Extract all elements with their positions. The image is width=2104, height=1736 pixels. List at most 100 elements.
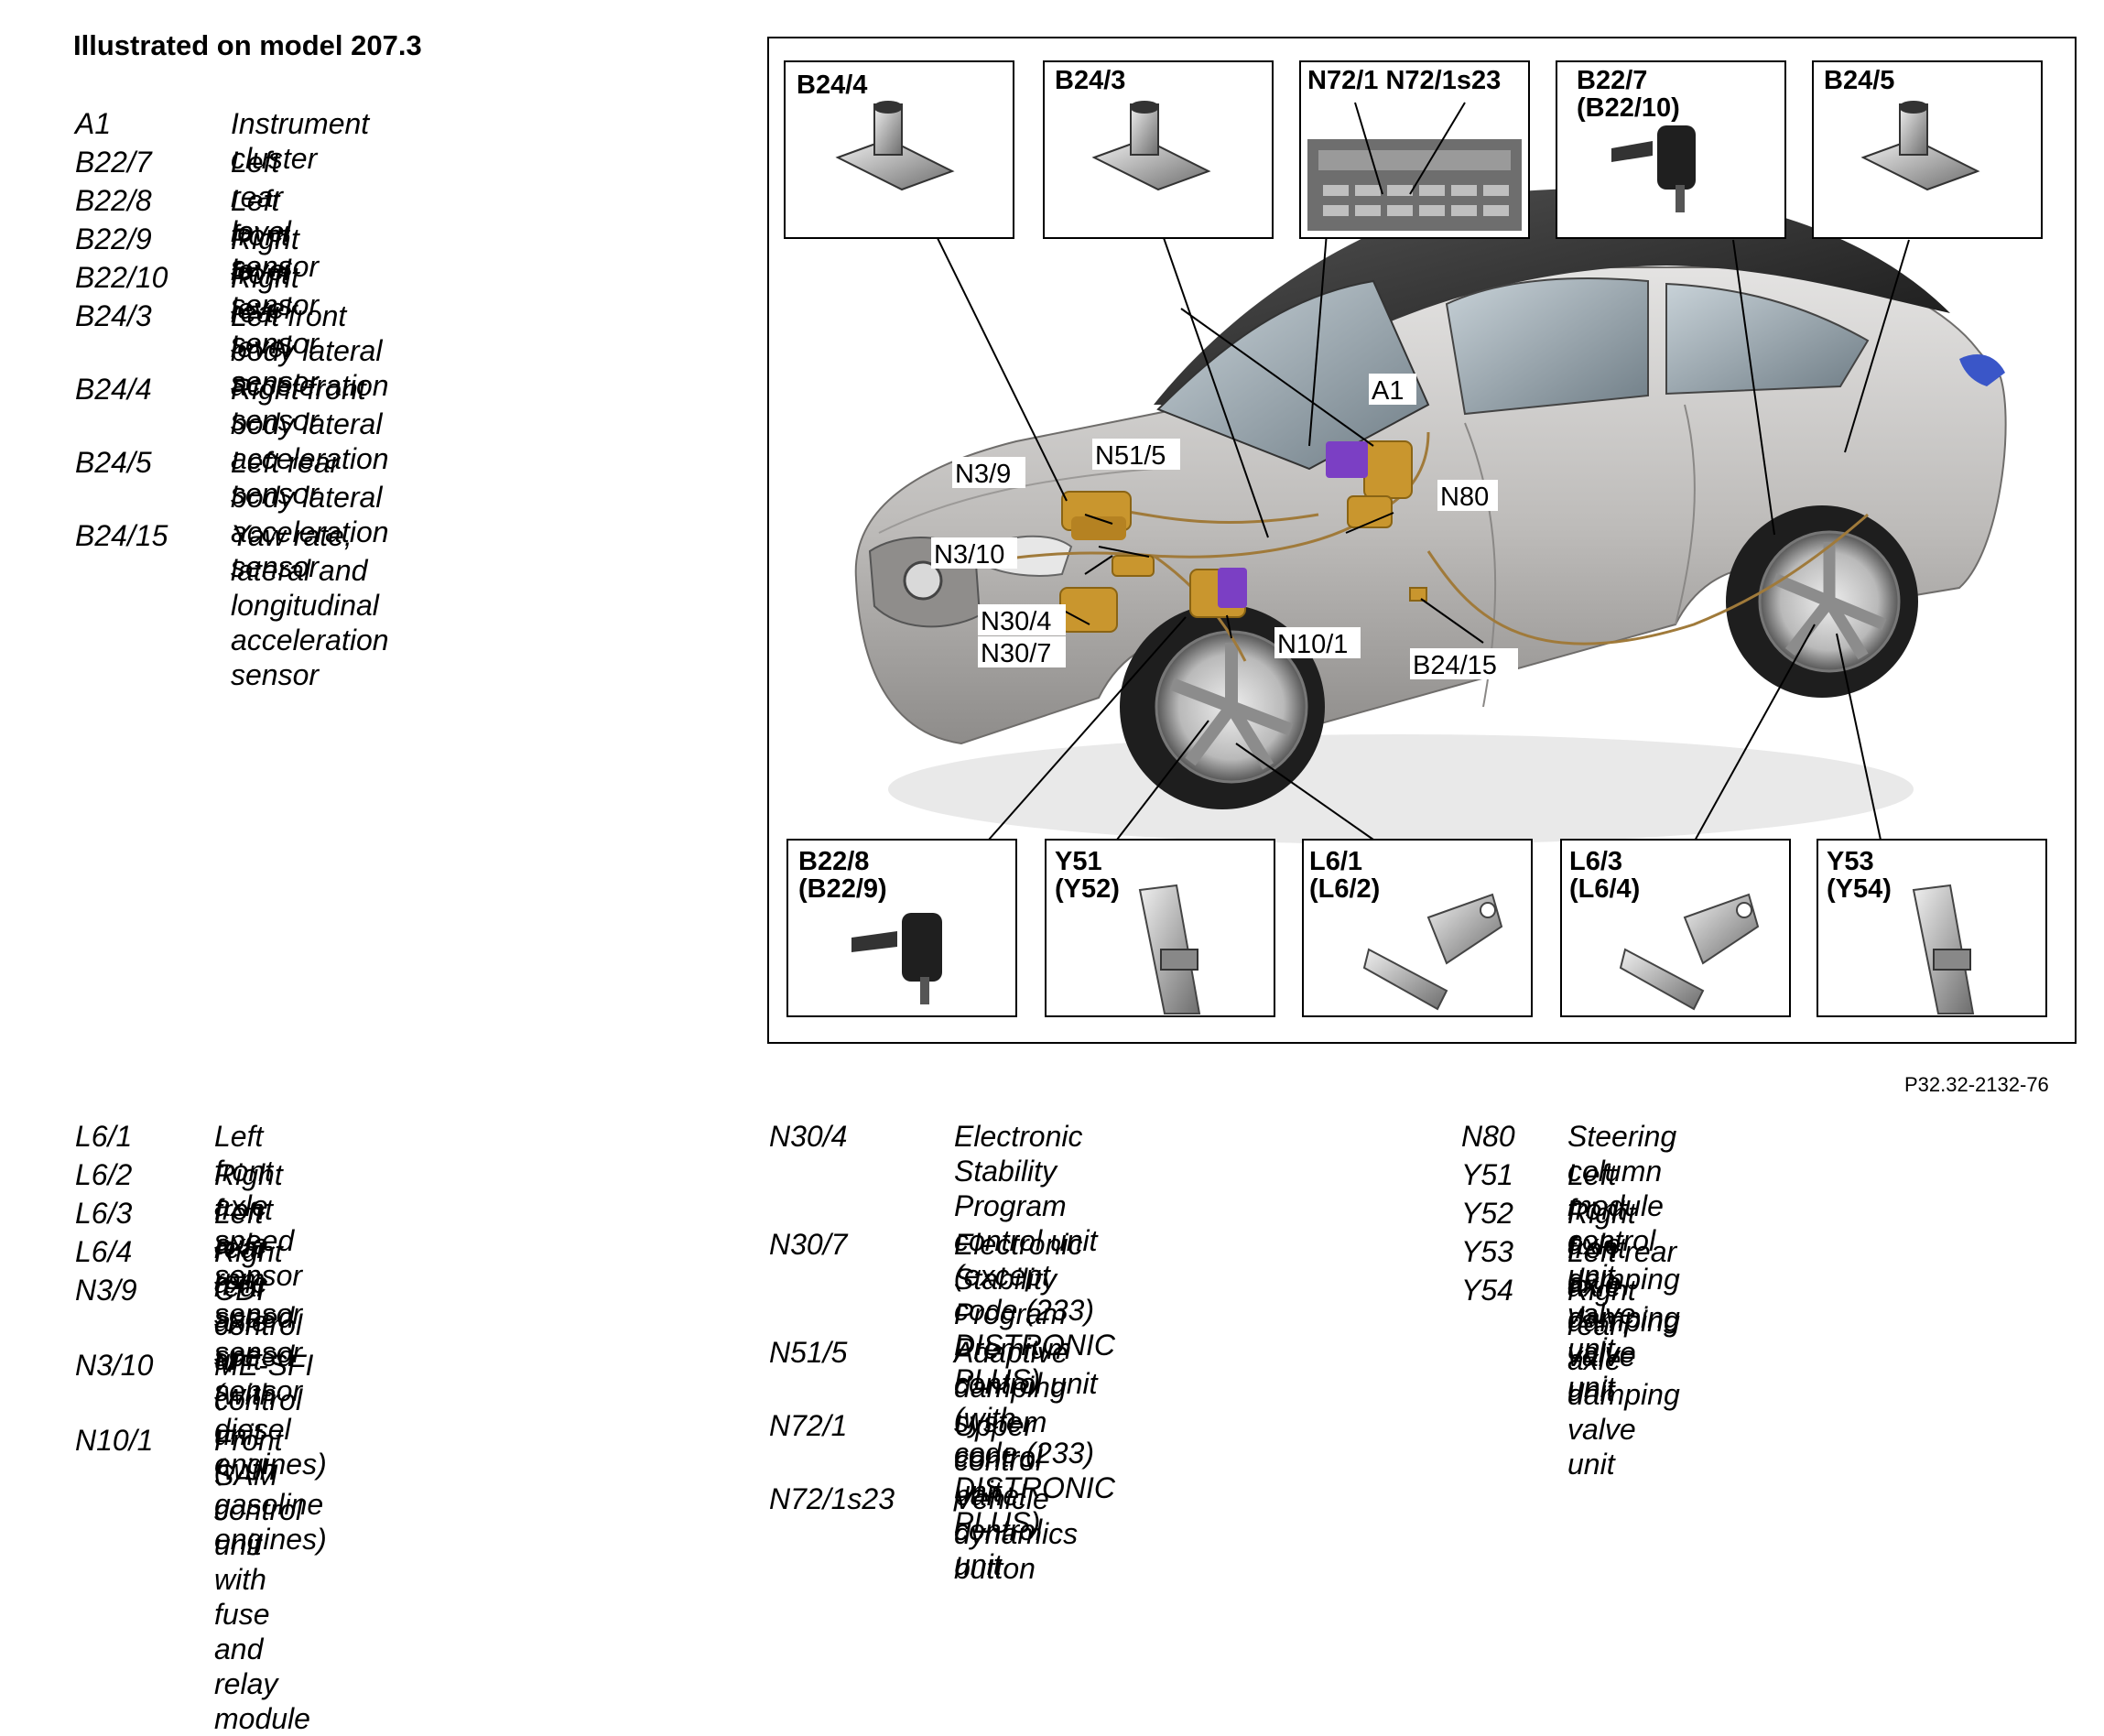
inset-y53 <box>1817 839 2047 1017</box>
legend-code: N3/10 <box>75 1349 154 1382</box>
component-n51-5 <box>1112 555 1155 577</box>
inset-b22-7 <box>1556 60 1786 239</box>
inset-label-top-4: B24/5 <box>1824 66 1894 95</box>
hood-line <box>878 468 1155 534</box>
legend-description: Left front level sensor <box>231 184 320 321</box>
legend-description: Steering column module control unit <box>1567 1120 1677 1292</box>
legend-code: B24/3 <box>75 299 152 332</box>
car-shadow <box>888 734 1914 844</box>
inset-b24-5 <box>1812 60 2043 239</box>
legend-code: B22/10 <box>75 261 168 294</box>
legend-description: Right rear axle damping valve unit <box>1567 1274 1680 1481</box>
inset-b22-8 <box>786 839 1017 1017</box>
inset-b24-4 <box>784 60 1014 239</box>
inset-labels: B24/4 B24/3 N72/1 N72/1s23 B22/7(B22/10)… <box>797 66 1894 904</box>
legend-description: Right front level sensor <box>231 222 320 360</box>
callout-n80: N80 <box>1440 483 1489 512</box>
legend-description: Adaptive damping system control unit <box>954 1336 1068 1508</box>
component-n80 <box>1347 495 1393 528</box>
legend-description: Front SAM control unit with fuse and rel… <box>214 1424 310 1735</box>
legend-code: N30/4 <box>769 1120 848 1153</box>
inset-label-bottom-4: Y53(Y54) <box>1827 847 1892 904</box>
vehicle-component-diagram: B24/4 B24/3 N72/1 N72/1s23 B22/7(B22/10)… <box>767 37 2077 1044</box>
callout-n30-7: N30/7 <box>981 639 1051 668</box>
inset-y51 <box>1045 839 1275 1017</box>
legend-code: N10/1 <box>75 1424 154 1457</box>
legend-description: Left rear axle speed sensor <box>214 1197 303 1369</box>
front-spokes <box>1169 643 1294 770</box>
legend-description: CDI control unit (with diesel engines) <box>214 1274 327 1481</box>
leader-lines <box>933 221 1910 845</box>
component-b24-15 <box>1409 587 1427 602</box>
legend-code: N51/5 <box>769 1336 848 1369</box>
legend-code: B22/9 <box>75 222 152 255</box>
legend-code: N80 <box>1461 1120 1515 1153</box>
legend-description: Right front axle rpm sensor <box>214 1158 303 1330</box>
legend-description: Right rear level sensor <box>231 261 320 398</box>
callout-b24-15: B24/15 <box>1413 651 1497 680</box>
legend-description: Right front axle damping valve unit <box>1567 1197 1680 1404</box>
callout-labels: A1 N3/9 N51/5 N80 N3/10 N30/4 N30/7 N10/… <box>931 374 1518 680</box>
legend-description: Left rear level sensor <box>231 146 320 283</box>
inset-label-top-1: B24/3 <box>1055 66 1125 95</box>
callout-n10-1: N10/1 <box>1277 630 1348 659</box>
side-window-rear <box>1665 282 1870 396</box>
callout-n3-9: N3/9 <box>955 460 1011 489</box>
legend-code: L6/4 <box>75 1235 133 1268</box>
legend-description: Instrument cluster <box>231 107 370 175</box>
callout-a1: A1 <box>1372 376 1404 406</box>
legend-code: L6/1 <box>75 1120 133 1153</box>
legend-code: Y54 <box>1461 1274 1513 1307</box>
component-n10-1-fuse <box>1218 568 1247 608</box>
legend-description: Vehicle dynamics button <box>954 1482 1079 1585</box>
inset-label-bottom-3: L6/3(L6/4) <box>1569 847 1640 904</box>
legend-code: B24/5 <box>75 446 152 479</box>
component-a1-cluster <box>1326 441 1368 478</box>
legend-description: Left front axle damping valve unit <box>1567 1158 1680 1365</box>
figure-reference: P32.32-2132-76 <box>1904 1073 2049 1096</box>
star-emblem <box>903 560 943 601</box>
callout-n30-4: N30/4 <box>981 607 1051 636</box>
legend-code: N3/9 <box>75 1274 137 1307</box>
component-a1 <box>1363 440 1413 499</box>
inset-label-bottom-2: L6/1(L6/2) <box>1309 847 1380 904</box>
legend-code: A1 <box>75 107 112 140</box>
legend-code: Y51 <box>1461 1158 1513 1191</box>
wiring-harness <box>965 431 1869 662</box>
legend-description: ME-SFI control unit (with gasoline engin… <box>214 1349 327 1556</box>
legend-code: N72/1 <box>769 1409 848 1442</box>
diagram-svg: B24/4 B24/3 N72/1 N72/1s23 B22/7(B22/10)… <box>784 60 2047 1017</box>
legend-code: Y53 <box>1461 1235 1513 1268</box>
car-roof <box>1154 189 1950 405</box>
legend-code: N72/1s23 <box>769 1482 895 1515</box>
legend-description: Right rear axle speed sensor <box>214 1235 303 1407</box>
inset-l6-1 <box>1302 839 1533 1017</box>
legend-description: Electronic Stability Program Premium con… <box>954 1228 1115 1539</box>
side-window-front <box>1445 277 1649 416</box>
callout-n51-5: N51/5 <box>1095 441 1166 471</box>
car-illustration <box>854 189 2007 844</box>
windshield <box>1156 279 1430 471</box>
page-heading: Illustrated on model 207.3 <box>73 29 422 61</box>
inset-l6-3 <box>1560 839 1791 1017</box>
inset-b24-3 <box>1043 60 1274 239</box>
legend-description: Yaw rate, lateral and longitudinal accel… <box>231 519 389 691</box>
legend-description: Electronic Stability Program control uni… <box>954 1120 1115 1396</box>
rear-spokes <box>1772 542 1887 660</box>
inset-label-top-3: B22/7(B22/10) <box>1577 66 1680 123</box>
inset-label-top-0: B24/4 <box>797 71 867 100</box>
legend-description: Left front body lateral acceleration sen… <box>231 299 389 437</box>
inset-label-top-2: N72/1 N72/1s23 <box>1307 66 1501 95</box>
callout-n3-10: N3/10 <box>934 540 1004 570</box>
component-n3-10 <box>1071 516 1126 540</box>
legend-code: L6/2 <box>75 1158 133 1191</box>
legend-code: Y52 <box>1461 1197 1513 1230</box>
legend-description: Left front axle speed sensor <box>214 1120 303 1292</box>
legend-code: B22/7 <box>75 146 152 179</box>
legend-code: L6/3 <box>75 1197 133 1230</box>
door-seam-rear <box>1675 404 1696 625</box>
legend-code: B24/15 <box>75 519 168 552</box>
legend-description: Right front body lateral acceleration se… <box>231 373 389 510</box>
bottom-inset-boxes <box>786 839 2047 1017</box>
legend-code: N30/7 <box>769 1228 848 1261</box>
